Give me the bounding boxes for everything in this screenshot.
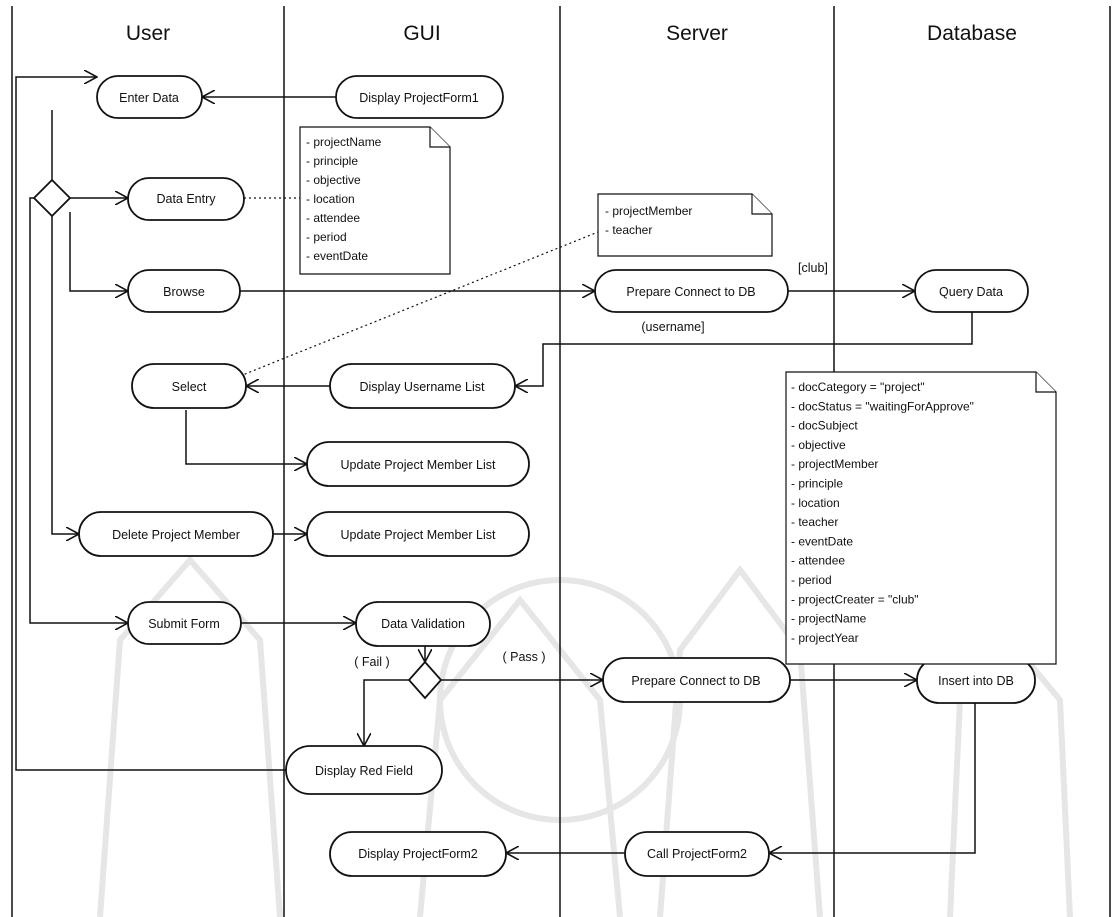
note-line: - objective bbox=[306, 173, 361, 187]
node-update-member-list-2-label: Update Project Member List bbox=[341, 528, 496, 542]
node-prepare-connect-2 bbox=[602, 657, 791, 703]
edge-decision-to-delete bbox=[51, 212, 79, 534]
node-data-entry bbox=[127, 177, 245, 221]
node-prepare-connect-2-label: Prepare Connect to DB bbox=[631, 674, 760, 688]
node-display-red-field-label: Display Red Field bbox=[315, 764, 413, 778]
edge-query-to-usernamelist bbox=[515, 312, 973, 386]
note-line: - projectCreater = "club" bbox=[791, 592, 919, 606]
note-line: - teacher bbox=[791, 515, 838, 529]
note-line: - docStatus = "waitingForApprove" bbox=[791, 399, 974, 413]
note-member-fields-text: - projectMember - teacher bbox=[605, 204, 692, 237]
guard-pass: ( Pass ) bbox=[502, 650, 545, 664]
node-browse bbox=[127, 269, 241, 313]
guard-club: [club] bbox=[798, 261, 828, 275]
node-browse-label: Browse bbox=[163, 285, 205, 299]
node-prepare-connect-1 bbox=[594, 269, 789, 313]
edge-decision-to-browse bbox=[69, 212, 128, 291]
note-line: - principle bbox=[791, 477, 843, 491]
node-data-validation bbox=[355, 601, 491, 647]
node-display-red-field bbox=[285, 745, 443, 795]
note-line: - principle bbox=[306, 154, 358, 168]
node-query-data-label: Query Data bbox=[939, 285, 1003, 299]
edge-decision-to-submit bbox=[29, 197, 128, 623]
note-line: - teacher bbox=[605, 223, 652, 237]
edge-decision2-to-redfield bbox=[364, 679, 409, 746]
note-db-fields: - docCategory = "project" - docStatus = "… bbox=[785, 371, 1057, 665]
note-line: - period bbox=[791, 573, 832, 587]
edge-redfield-to-enter bbox=[15, 77, 286, 771]
node-display-username-list-label: Display Username List bbox=[359, 380, 485, 394]
note-line: - objective bbox=[791, 438, 846, 452]
node-data-entry-label: Data Entry bbox=[156, 192, 216, 206]
note-form-fields: - projectName - principle - objective - loc… bbox=[299, 126, 451, 275]
node-delete-project-member bbox=[78, 511, 274, 557]
note-line: - docSubject bbox=[791, 419, 858, 433]
node-submit-form-label: Submit Form bbox=[148, 617, 220, 631]
decision-diamond-validation bbox=[407, 660, 443, 700]
guard-username: (username] bbox=[641, 320, 704, 334]
guard-fail: ( Fail ) bbox=[354, 655, 389, 669]
edge-select-to-update1 bbox=[185, 410, 307, 464]
action-nodes: Enter Data Display ProjectForm1 Data Ent… bbox=[78, 75, 1036, 877]
node-prepare-connect-1-label: Prepare Connect to DB bbox=[626, 285, 755, 299]
node-update-member-list-1 bbox=[306, 441, 530, 487]
node-insert-into-db-label: Insert into DB bbox=[938, 674, 1014, 688]
node-update-member-list-1-label: Update Project Member List bbox=[341, 458, 496, 472]
lane-title-server: Server bbox=[666, 22, 728, 45]
node-call-projectform2 bbox=[624, 831, 770, 877]
node-call-projectform2-label: Call ProjectForm2 bbox=[647, 847, 747, 861]
node-display-username-list bbox=[329, 363, 516, 409]
lane-title-user: User bbox=[126, 22, 170, 45]
node-display-projectform2 bbox=[329, 831, 507, 877]
node-submit-form bbox=[127, 601, 242, 645]
node-update-member-list-2 bbox=[306, 511, 530, 557]
node-select-label: Select bbox=[172, 380, 207, 394]
note-line: - projectMember bbox=[791, 457, 878, 471]
note-connector-member-fields bbox=[239, 231, 599, 377]
node-enter-data-label: Enter Data bbox=[119, 91, 179, 105]
edges bbox=[15, 77, 976, 853]
note-line: - location bbox=[306, 192, 355, 206]
note-line: - period bbox=[306, 230, 347, 244]
note-line: - location bbox=[791, 496, 840, 510]
note-form-fields-text: - projectName - principle - objective - loc… bbox=[306, 135, 382, 263]
note-line: - attendee bbox=[791, 554, 845, 568]
note-line: - projectYear bbox=[791, 631, 859, 645]
node-select bbox=[131, 363, 247, 409]
note-member-fields: - projectMember - teacher bbox=[597, 193, 773, 257]
note-line: - projectMember bbox=[605, 204, 692, 218]
node-enter-data bbox=[96, 75, 203, 119]
note-line: - attendee bbox=[306, 211, 360, 225]
decision-diamond-input bbox=[32, 178, 72, 218]
note-db-fields-text: - docCategory = "project" - docStatus = "… bbox=[791, 380, 974, 645]
lane-title-database: Database bbox=[927, 22, 1017, 45]
edge-insert-to-callform2 bbox=[769, 703, 976, 853]
note-line: - projectName bbox=[306, 135, 382, 149]
note-line: - eventDate bbox=[306, 249, 368, 263]
node-display-projectform1-label: Display ProjectForm1 bbox=[359, 91, 479, 105]
node-display-projectform1 bbox=[335, 75, 504, 119]
note-line: - docCategory = "project" bbox=[791, 380, 925, 394]
node-display-projectform2-label: Display ProjectForm2 bbox=[358, 847, 478, 861]
lane-title-gui: GUI bbox=[403, 22, 440, 45]
node-query-data bbox=[914, 269, 1029, 313]
node-data-validation-label: Data Validation bbox=[381, 617, 465, 631]
note-line: - eventDate bbox=[791, 534, 853, 548]
node-delete-project-member-label: Delete Project Member bbox=[112, 528, 240, 542]
note-line: - projectName bbox=[791, 612, 867, 626]
